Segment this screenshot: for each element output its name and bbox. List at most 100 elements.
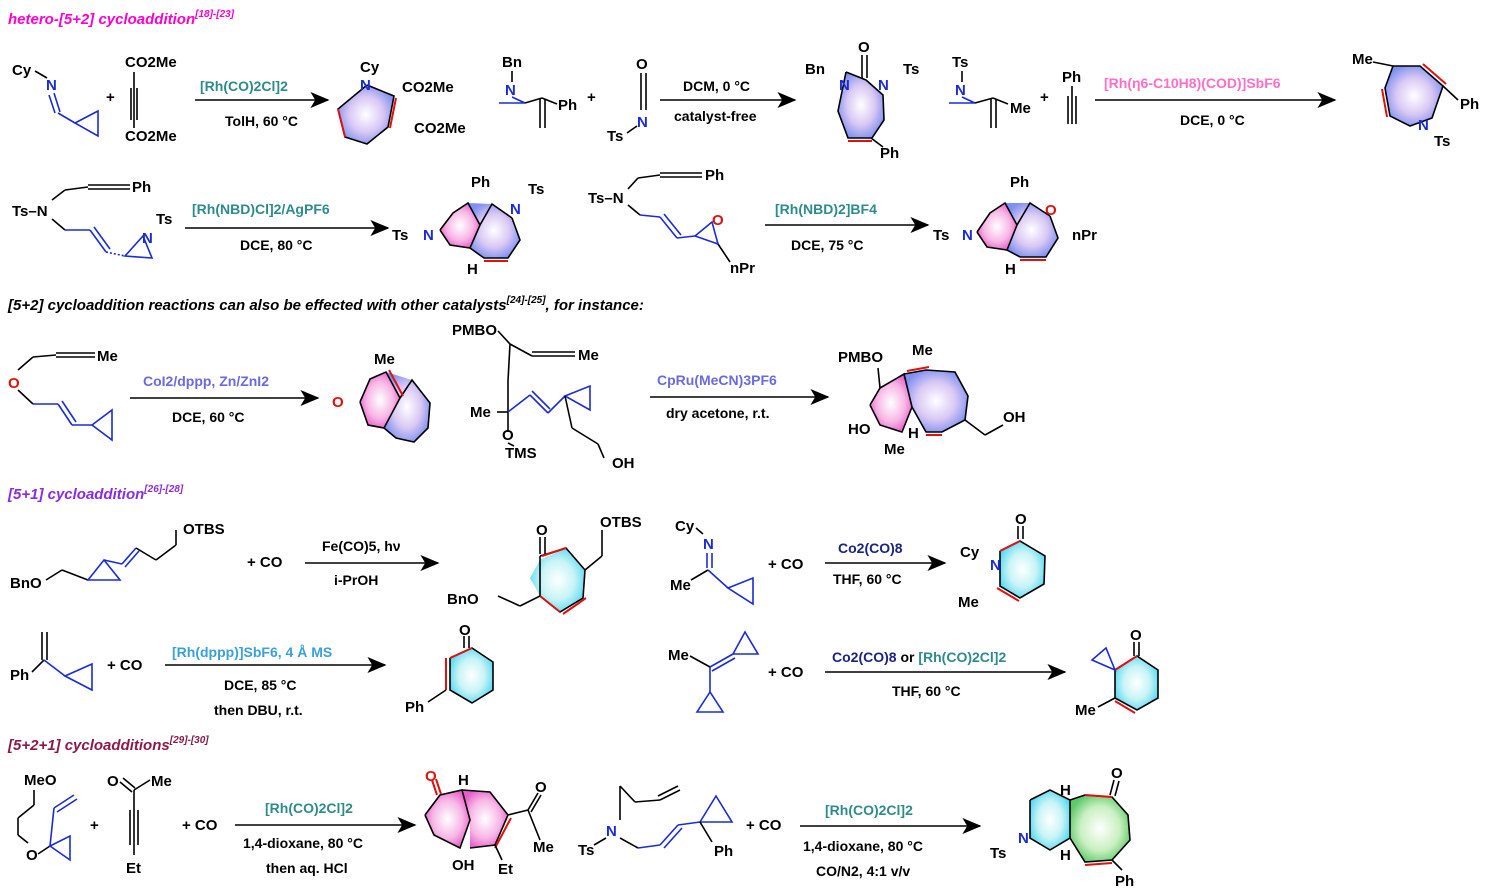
section-title-other: [5+2] cycloaddition reactions can also b… (7, 295, 644, 314)
svg-text:N: N (637, 114, 648, 131)
svg-text:HO: HO (848, 421, 871, 438)
svg-text:Ph: Ph (705, 167, 724, 184)
r1-catalyst: [Rh(CO)2Cl]2 (200, 78, 288, 94)
r10-conditions: DCE, 85 °C (224, 677, 297, 693)
r5-product: Ts N O Ph nPr H (933, 174, 1097, 278)
svg-text:PMBO: PMBO (452, 322, 497, 339)
svg-text:Ts: Ts (1434, 133, 1450, 150)
svg-text:O: O (535, 779, 547, 796)
r2-conditions: catalyst-free (674, 108, 757, 124)
svg-text:O: O (425, 768, 437, 785)
svg-text:Ph: Ph (880, 145, 899, 162)
svg-text:OTBS: OTBS (183, 521, 225, 538)
r6-conditions: DCE, 60 °C (172, 409, 245, 425)
svg-text:Ph: Ph (10, 667, 29, 684)
r10-product: O Ph (405, 622, 494, 716)
svg-text:O: O (1015, 511, 1027, 528)
r3-product: Me Ph N Ts (1352, 51, 1479, 150)
svg-text:N: N (423, 227, 434, 244)
svg-text:Me: Me (97, 348, 118, 365)
svg-text:Ph: Ph (714, 843, 733, 860)
svg-text:+: + (90, 817, 99, 834)
svg-text:Me: Me (374, 351, 395, 368)
r2-nitroso: O N Ts (607, 56, 648, 145)
r6-catalyst: CoI2/dppp, Zn/ZnI2 (143, 373, 269, 389)
svg-text:Me: Me (533, 839, 554, 856)
svg-text:O: O (1111, 765, 1123, 782)
r12-ynone: O Me Et (107, 773, 172, 877)
svg-text:H: H (467, 261, 478, 278)
r2-catalyst: DCM, 0 °C (683, 78, 750, 94)
svg-text:Me: Me (958, 594, 979, 611)
svg-text:Cy: Cy (360, 59, 380, 76)
r3-conditions: DCE, 0 °C (1180, 112, 1245, 128)
svg-text:Me: Me (884, 441, 905, 458)
svg-text:Ph: Ph (1062, 69, 1081, 86)
r11-product: O Me (1075, 627, 1159, 719)
svg-text:O: O (1045, 202, 1057, 219)
svg-text:Ph: Ph (558, 97, 577, 114)
r12-conditions: 1,4-dioxane, 80 °C (243, 835, 363, 851)
r9-product: O N Cy Me (958, 511, 1046, 611)
svg-text:O: O (636, 56, 648, 73)
svg-text:N: N (703, 536, 714, 553)
r11-substrate: Me (668, 630, 760, 713)
r7-substrate: PMBO Me Me O TMS OH (452, 322, 635, 472)
svg-text:O: O (502, 427, 514, 444)
svg-text:N: N (510, 201, 521, 218)
svg-text:MeO: MeO (24, 772, 57, 789)
r12-product: O H OH Et O Me (424, 768, 554, 878)
svg-text:BnO: BnO (10, 575, 42, 592)
r1-product: N Cy CO2Me CO2Me (337, 59, 466, 145)
svg-text:Me: Me (1010, 100, 1031, 117)
svg-text:Me: Me (151, 773, 172, 790)
svg-text:+ CO: + CO (182, 817, 218, 834)
r4-conditions: DCE, 80 °C (240, 237, 313, 253)
r6-product: O Me (332, 351, 431, 443)
svg-text:N: N (962, 227, 973, 244)
svg-text:N: N (839, 77, 850, 94)
svg-text:CO2Me: CO2Me (402, 79, 454, 96)
r2-product: O N N Bn Ts Ph (805, 39, 919, 162)
r12-catalyst: [Rh(CO)2Cl]2 (265, 800, 353, 816)
svg-text:+: + (587, 89, 596, 106)
svg-text:N: N (505, 82, 516, 99)
svg-text:H: H (1005, 261, 1016, 278)
svg-text:O: O (536, 522, 548, 539)
svg-text:Ts–N: Ts–N (588, 190, 624, 207)
r9-substrate: Cy N Me (670, 518, 754, 606)
svg-text:OH: OH (1003, 409, 1026, 426)
r4-product: Ts N N Ts Ph H (392, 174, 544, 278)
svg-text:+: + (1040, 89, 1049, 106)
r8-catalyst: Fe(CO)5, hν (322, 538, 401, 554)
svg-text:H: H (1060, 847, 1071, 864)
svg-text:N: N (1418, 117, 1429, 134)
svg-text:Ph: Ph (132, 179, 151, 196)
r7-product: PMBO Me HO Me H OH (838, 342, 1026, 458)
r1-dmad: CO2Me CO2Me (125, 54, 177, 145)
svg-text:nPr: nPr (730, 260, 755, 277)
svg-text:Ph: Ph (471, 174, 490, 191)
r13-substrate: N Ts Ph (578, 785, 734, 860)
svg-text:Me: Me (912, 342, 933, 359)
r5-substrate: Ts–N Ph O nPr (588, 167, 755, 277)
svg-text:Bn: Bn (805, 61, 825, 78)
svg-text:H: H (908, 425, 919, 442)
svg-text:OH: OH (452, 857, 475, 874)
r11-conditions: THF, 60 °C (892, 683, 961, 699)
svg-text:CO2Me: CO2Me (125, 128, 177, 145)
svg-text:Cy: Cy (675, 518, 695, 535)
svg-text:O: O (8, 375, 20, 392)
svg-text:O: O (712, 212, 724, 229)
r8-conditions: i-PrOH (334, 572, 378, 588)
svg-text:Et: Et (498, 861, 513, 878)
svg-text:Ts: Ts (933, 227, 949, 244)
svg-text:Ph: Ph (1460, 96, 1479, 113)
r7-catalyst: CpRu(MeCN)3PF6 (657, 372, 777, 388)
r3-alkyne: Ph (1062, 69, 1081, 124)
r6-substrate: Me O (8, 348, 118, 442)
svg-text:Et: Et (126, 860, 141, 877)
svg-text:N: N (142, 230, 153, 247)
svg-text:Me: Me (1075, 702, 1096, 719)
plus-1: + (106, 89, 115, 106)
